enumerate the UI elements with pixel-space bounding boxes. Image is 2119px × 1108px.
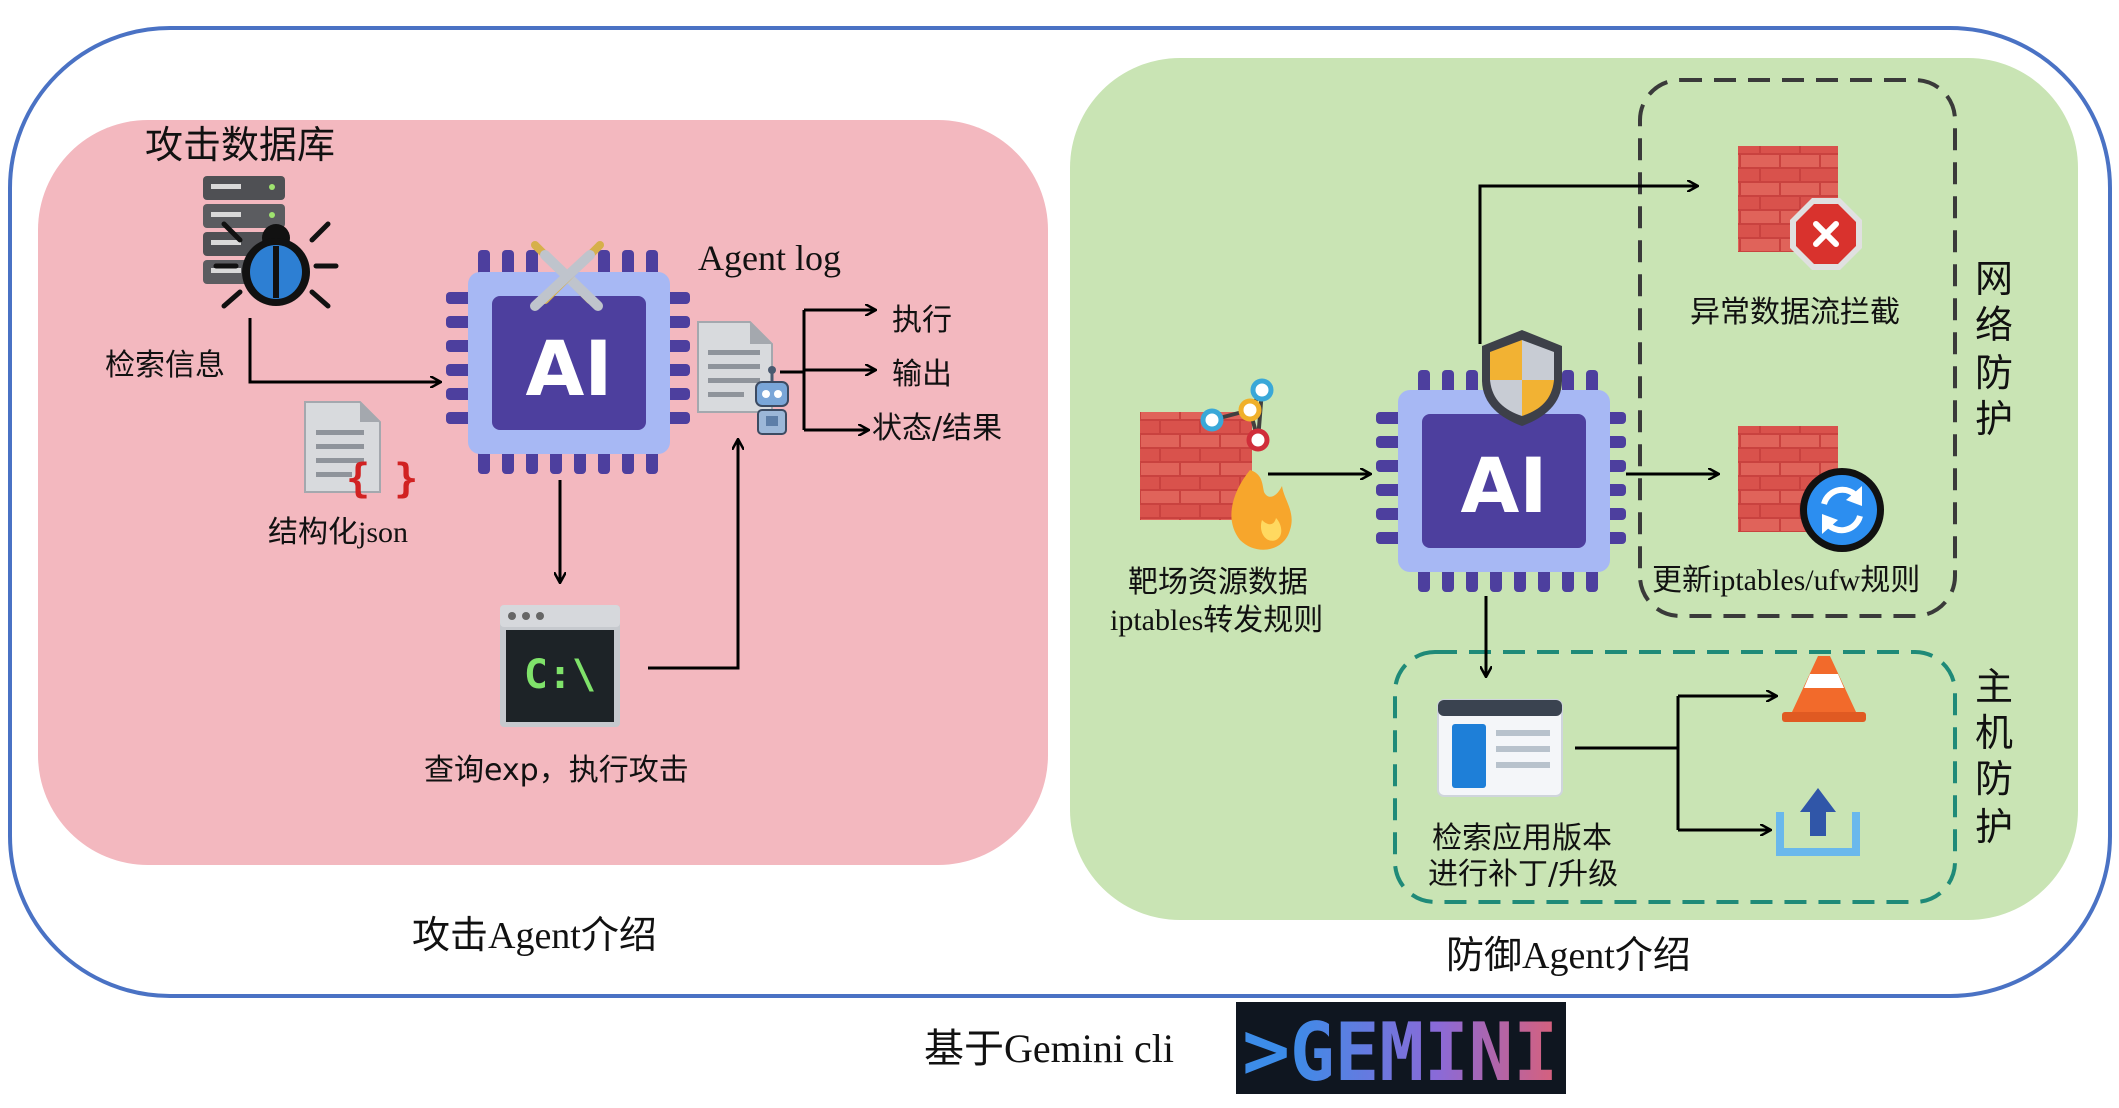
- traffic-cone-icon: [1782, 656, 1866, 722]
- defense-panel-caption: 防御Agent介绍: [1446, 935, 1691, 977]
- json-document-icon: { }: [304, 401, 418, 502]
- terminal-caption: 查询exp，执行攻击: [424, 753, 689, 788]
- crossed-swords-icon: [530, 241, 604, 311]
- network-label-char: 防: [1975, 351, 2013, 395]
- firewall-block-icon: [1738, 146, 1862, 270]
- svg-text:{ }: { }: [346, 456, 418, 502]
- json-label: 结构化json: [268, 516, 408, 549]
- host-defense-label: 主 机 防 护: [1975, 665, 2013, 849]
- network-label-char: 网: [1975, 257, 2013, 301]
- host-label-char: 护: [1975, 805, 2013, 849]
- host-defense-group: [1393, 650, 1957, 904]
- retrieve-arrow: [248, 318, 440, 382]
- log-output-output: 输出: [892, 357, 952, 392]
- gemini-logo-text: GEMINI: [1290, 1006, 1558, 1099]
- firewall-fire-icon: [1140, 378, 1292, 550]
- app-branch-lines: [1575, 696, 1680, 830]
- terminal-text: C:\: [524, 652, 596, 698]
- block-label: 异常数据流拦截: [1690, 295, 1900, 330]
- agent-log-label: Agent log: [698, 238, 841, 278]
- terminal-icon: C:\: [500, 605, 620, 727]
- chip-to-block-arrow: [1478, 186, 1697, 344]
- log-output-status: 状态/结果: [872, 411, 1002, 446]
- shield-icon: [1482, 330, 1562, 426]
- update-label: 更新iptables/ufw规则: [1652, 564, 1920, 597]
- source-label-line1: 靶场资源数据: [1128, 565, 1308, 600]
- app-window-icon: [1437, 699, 1563, 797]
- terminal-to-log-arrow: [648, 440, 738, 670]
- log-output-exec: 执行: [892, 303, 952, 338]
- agent-log-document-icon: [697, 321, 773, 413]
- source-label-line2: iptables转发规则: [1110, 604, 1323, 637]
- defense-ai-chip-icon: AI: [1376, 370, 1626, 592]
- gemini-logo: > GEMINI: [1236, 1002, 1566, 1099]
- network-defense-group: [1638, 78, 1957, 618]
- host-label-char: 防: [1975, 757, 2013, 801]
- app-label-line1: 检索应用版本: [1432, 821, 1612, 856]
- defense-panel: 网 络 防 护 主 机 防 护 靶场资源数据 iptables: [1070, 58, 2078, 920]
- host-label-char: 主: [1975, 665, 2013, 709]
- network-defense-label: 网 络 防 护: [1975, 257, 2013, 441]
- attack-ai-chip-icon: AI: [446, 250, 690, 474]
- host-label-char: 机: [1975, 711, 2013, 755]
- retrieve-info-label: 检索信息: [105, 348, 225, 383]
- bug-icon: [213, 221, 339, 309]
- gemini-logo-bg: [1236, 1002, 1566, 1094]
- attack-panel-caption: 攻击Agent介绍: [412, 915, 657, 957]
- attack-db-label: 攻击数据库: [145, 123, 335, 167]
- upload-icon: [1776, 788, 1860, 856]
- firewall-update-icon: [1738, 426, 1884, 552]
- robot-icon: [755, 366, 789, 435]
- network-label-char: 络: [1975, 303, 2013, 347]
- defense-ai-text: AI: [1460, 441, 1547, 530]
- attack-panel-bg: [38, 120, 1048, 865]
- app-label-line2: 进行补丁/升级: [1428, 857, 1618, 892]
- based-on-label: 基于Gemini cli: [924, 1026, 1174, 1071]
- attack-ai-text: AI: [525, 324, 612, 413]
- gemini-logo-chevron: >: [1242, 1004, 1290, 1097]
- network-label-char: 护: [1975, 397, 2013, 441]
- attack-panel: 攻击数据库 检索信息 { } 结构化json: [38, 120, 1048, 865]
